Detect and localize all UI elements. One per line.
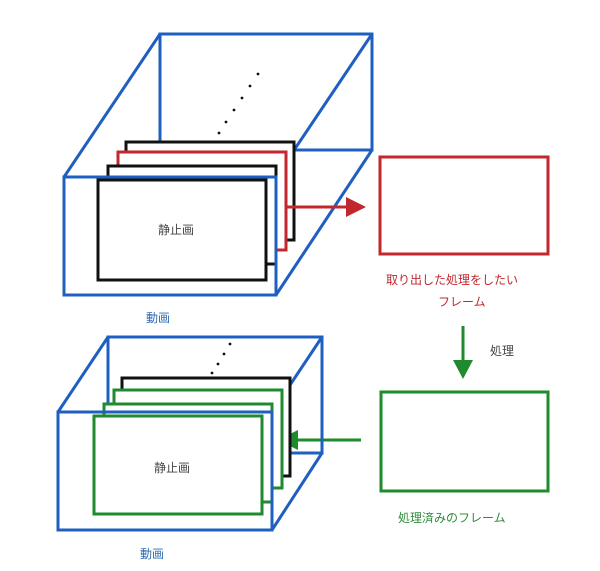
processed-frame bbox=[379, 390, 550, 493]
bottom-video-edge-br bbox=[270, 452, 324, 531]
process-label: 処理 bbox=[490, 344, 515, 358]
extracted-caption-line1: 取り出した処理をしたい bbox=[386, 273, 519, 287]
bottom-video-label: 動画 bbox=[140, 547, 165, 561]
bottom-still-label: 静止画 bbox=[154, 461, 191, 475]
top-frame-stack bbox=[96, 140, 296, 282]
extracted-frame bbox=[378, 155, 550, 256]
top-video-label: 動画 bbox=[146, 311, 171, 325]
top-still-label: 静止画 bbox=[158, 223, 195, 237]
processed-caption: 処理済みのフレーム bbox=[398, 511, 506, 525]
process-arrow bbox=[453, 326, 473, 379]
top-frame-front bbox=[96, 178, 268, 282]
bottom-video-front-face bbox=[56, 410, 274, 532]
bottom-continuation-dots bbox=[210, 342, 232, 375]
top-video-back-face bbox=[158, 32, 374, 152]
extract-arrow bbox=[286, 197, 366, 217]
top-continuation-dots bbox=[217, 72, 260, 135]
top-video-edge-tl bbox=[62, 33, 162, 178]
top-video-edge-br bbox=[274, 149, 374, 296]
bottom-frame-stack bbox=[92, 376, 292, 516]
top-video-front-face bbox=[62, 175, 278, 297]
bottom-frame-front bbox=[92, 414, 264, 516]
extracted-caption-line2: フレーム bbox=[438, 295, 486, 309]
bottom-video-edge-tl bbox=[56, 336, 110, 413]
